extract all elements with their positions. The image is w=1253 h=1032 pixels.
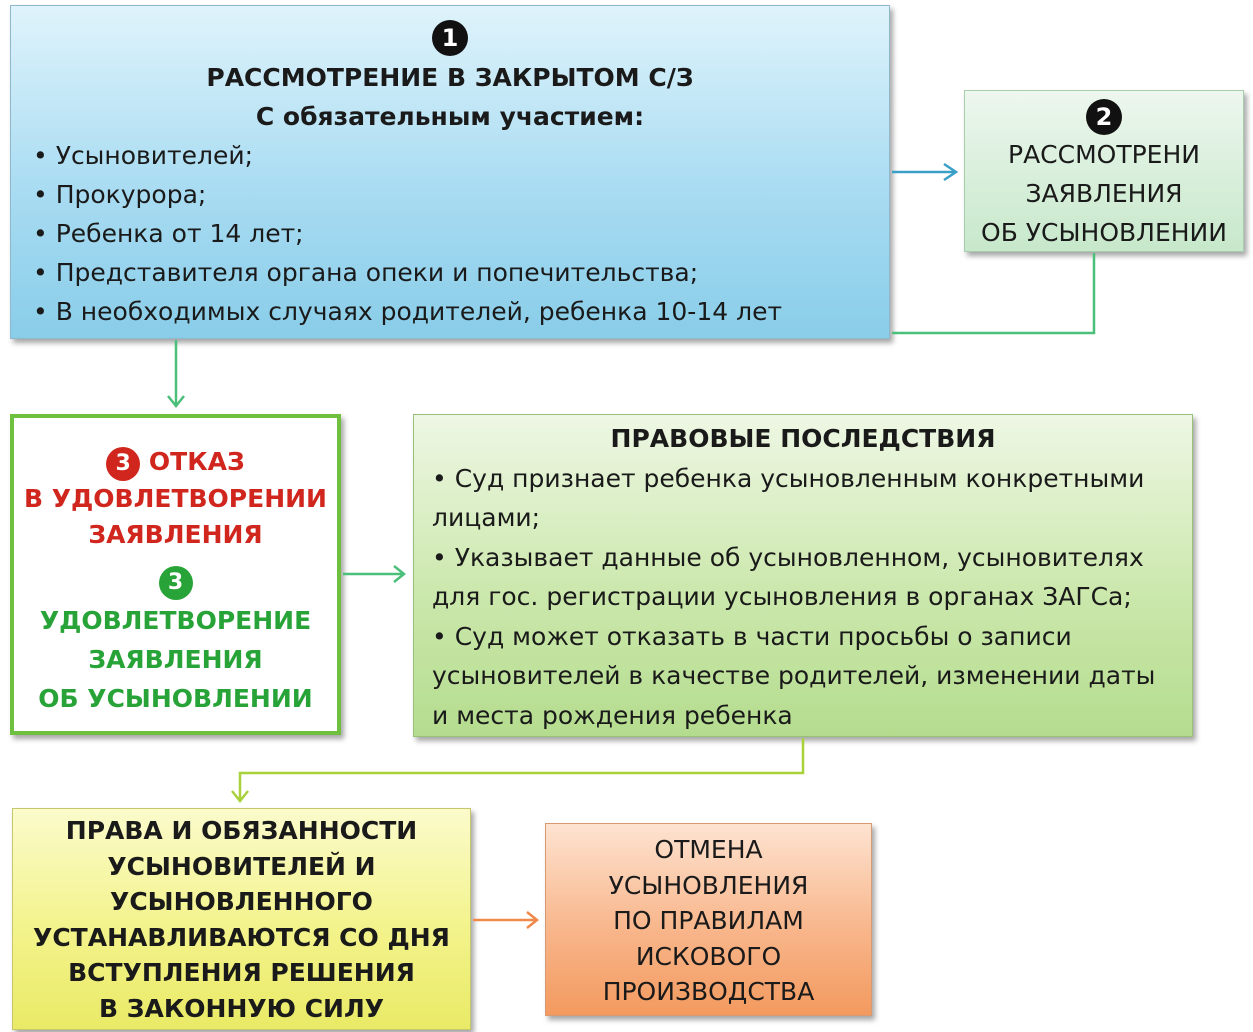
step-3-refusal-badge: 3: [106, 447, 141, 481]
box-6-line: ПО ПРАВИЛАМ: [613, 906, 804, 935]
box-2-line: РАССМОТРЕНИ: [1008, 140, 1200, 169]
arrow-box1-to-box2: [892, 162, 959, 182]
consequence-item: • Указывает данные об усыновленном, усын…: [432, 542, 1144, 612]
box-6-line: ПРОИЗВОДСТВА: [602, 977, 815, 1006]
step-1-badge: 1: [432, 20, 468, 56]
approval-line: ОБ УСЫНОВЛЕНИИ: [38, 684, 313, 713]
approval-line: УДОВЛЕТВОРЕНИЕ: [39, 606, 312, 635]
list-item: Прокурора;: [33, 175, 889, 214]
connector-box2-to-box1: [892, 253, 1096, 335]
box-decision: 3 ОТКАЗ В УДОВЛЕТВОРЕНИИ ЗАЯВЛЕНИЯ 3 УДО…: [10, 414, 341, 735]
refusal-line: В УДОВЛЕТВОРЕНИИ: [24, 484, 327, 513]
arrow-box4-to-box5: [231, 738, 805, 804]
participants-list: Усыновителей; Прокурора; Ребенка от 14 л…: [11, 136, 889, 331]
consequence-item: • Суд может отказать в части просьбы о з…: [432, 621, 1156, 730]
arrow-box3-to-box4: [343, 565, 407, 583]
list-item: В необходимых случаях родителей, ребенка…: [33, 292, 889, 331]
list-item: Ребенка от 14 лет;: [33, 214, 889, 253]
consequence-item: • Суд признает ребенка усыновленным конк…: [432, 463, 1145, 533]
list-item: Усыновителей;: [33, 136, 889, 175]
refusal-line: ЗАЯВЛЕНИЯ: [88, 520, 263, 549]
step-3-approval-badge: 3: [158, 566, 193, 600]
box-5-line: ВСТУПЛЕНИЯ РЕШЕНИЯ: [68, 958, 415, 987]
box-closed-session: 1 РАССМОТРЕНИЕ В ЗАКРЫТОМ С/З С обязател…: [10, 5, 890, 339]
arrow-box5-to-box6: [473, 911, 540, 929]
box-5-line: УСТАНАВЛИВАЮТСЯ СО ДНЯ: [33, 922, 450, 952]
box-1-title: РАССМОТРЕНИЕ В ЗАКРЫТОМ С/З: [206, 63, 694, 92]
box-legal-consequences: ПРАВОВЫЕ ПОСЛЕДСТВИЯ • Суд признает ребе…: [413, 414, 1193, 737]
arrow-box1-to-box3: [167, 340, 185, 409]
refusal-heading: 3 ОТКАЗ: [14, 444, 337, 481]
step-2-badge: 2: [1086, 99, 1122, 135]
refusal-line: ОТКАЗ: [148, 447, 245, 476]
box-application-review: 2 РАССМОТРЕНИ ЗАЯВЛЕНИЯ ОБ УСЫНОВЛЕНИИ: [964, 90, 1244, 252]
approval-line: ЗАЯВЛЕНИЯ: [88, 645, 263, 674]
box-2-line: ЗАЯВЛЕНИЯ: [1025, 179, 1183, 208]
box-5-line: В ЗАКОННУЮ СИЛУ: [98, 993, 385, 1023]
box-6-line: ОТМЕНА: [654, 835, 763, 864]
box-5-line: УСЫНОВИТЕЛЕЙ И: [107, 851, 376, 881]
box-4-title: ПРАВОВЫЕ ПОСЛЕДСТВИЯ: [610, 424, 996, 453]
box-5-line: УСЫНОВЛЕННОГО: [110, 887, 373, 916]
box-2-line: ОБ УСЫНОВЛЕНИИ: [981, 218, 1227, 247]
box-rights-duties: ПРАВА И ОБЯЗАННОСТИ УСЫНОВИТЕЛЕЙ И УСЫНО…: [12, 808, 471, 1030]
box-5-line: ПРАВА И ОБЯЗАННОСТИ: [65, 816, 418, 845]
box-1-subtitle: С обязательным участием:: [255, 102, 645, 131]
box-adoption-cancellation: ОТМЕНА УСЫНОВЛЕНИЯ ПО ПРАВИЛАМ ИСКОВОГО …: [545, 823, 872, 1016]
box-6-line: УСЫНОВЛЕНИЯ: [608, 870, 809, 900]
box-6-line: ИСКОВОГО: [635, 941, 782, 971]
list-item: Представителя органа опеки и попечительс…: [33, 253, 889, 292]
